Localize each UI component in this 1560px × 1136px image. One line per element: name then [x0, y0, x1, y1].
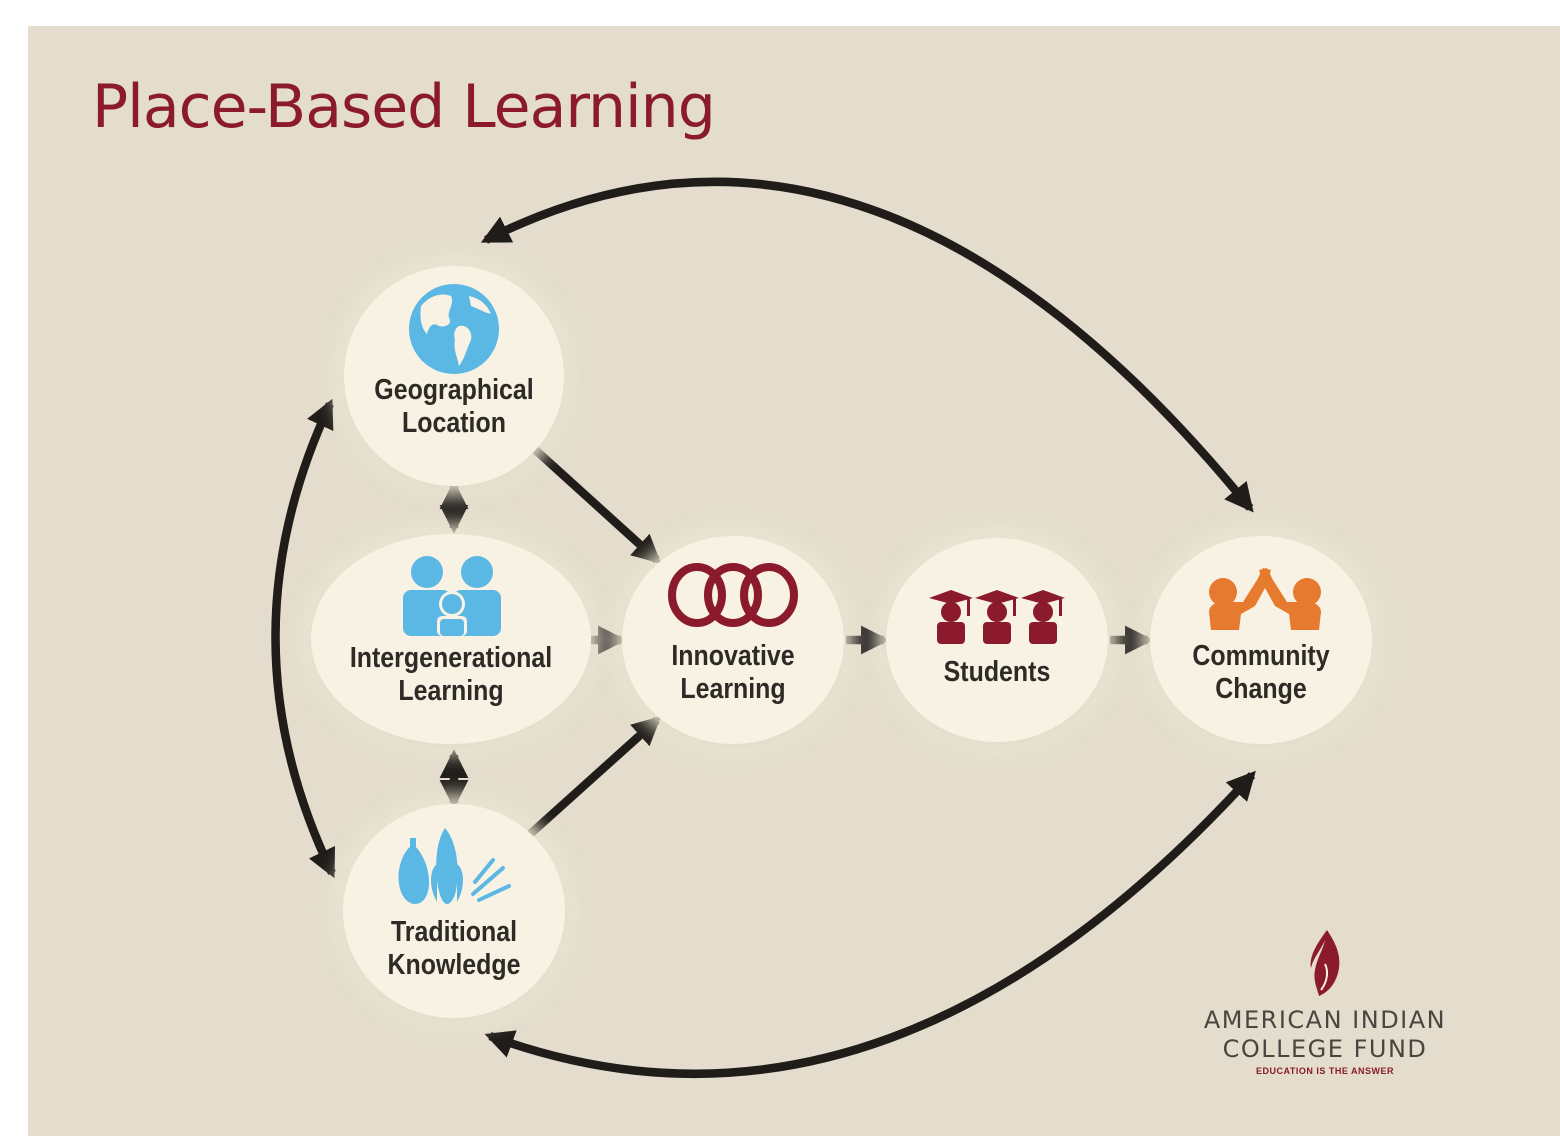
linked-rings-icon — [668, 563, 798, 627]
american-indian-college-fund-logo: AMERICAN INDIAN COLLEGE FUND EDUCATION I… — [1180, 928, 1470, 1076]
arrow-traditional-to-innovative — [525, 716, 662, 840]
node-community-change: Community Change — [1150, 536, 1372, 744]
globe-icon — [409, 284, 499, 374]
node-traditional-knowledge: Traditional Knowledge — [343, 804, 565, 1018]
arrow-bottom-arc — [484, 770, 1256, 1079]
node-innovative-learning: Innovative Learning — [622, 536, 844, 744]
node-label-line: Learning — [398, 675, 504, 707]
graduates-icon — [929, 590, 1065, 644]
node-geographical-location: Geographical Location — [344, 266, 564, 486]
high-five-icon — [1209, 568, 1321, 630]
node-label-line: Students — [943, 656, 1051, 688]
logo-name-line: AMERICAN INDIAN — [1203, 1006, 1447, 1034]
family-icon — [403, 556, 501, 636]
node-label-line: Geographical — [374, 374, 534, 406]
node-label-line: Intergenerational — [349, 642, 553, 674]
feather-flame-icon — [1310, 930, 1340, 996]
node-label-line: Traditional — [390, 916, 518, 948]
node-label-line: Location — [402, 407, 506, 439]
arrow-left-arc — [271, 398, 336, 879]
arrow-geographical-to-innovative — [527, 441, 662, 564]
node-label-line: Community — [1192, 640, 1330, 672]
harvest-icon — [398, 828, 511, 904]
node-students: Students — [886, 538, 1108, 742]
node-label-line: Learning — [680, 673, 786, 705]
node-label-line: Change — [1215, 673, 1307, 705]
node-label-line: Knowledge — [387, 949, 521, 981]
logo-name-line: COLLEGE FUND — [1222, 1035, 1428, 1063]
arrow-top-arc — [480, 177, 1254, 513]
node-intergenerational-learning: Intergenerational Learning — [311, 534, 591, 744]
logo-tagline: EDUCATION IS THE ANSWER — [1255, 1066, 1394, 1076]
diagram-title: Place-Based Learning — [92, 72, 716, 142]
node-label-line: Innovative — [671, 640, 795, 672]
